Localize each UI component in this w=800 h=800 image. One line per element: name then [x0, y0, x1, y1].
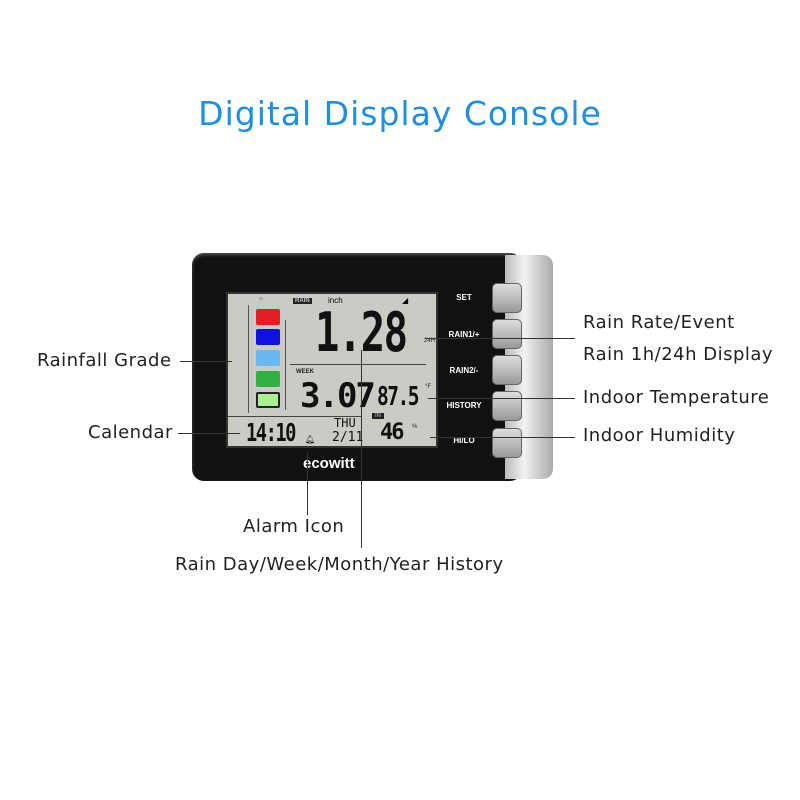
- set-button[interactable]: [492, 283, 522, 313]
- history-button-label: HISTORY: [446, 401, 482, 410]
- grade-bar-blue: [256, 329, 280, 345]
- calendar-line: [178, 433, 240, 434]
- rain-rate-label: Rain Rate/Event: [583, 312, 735, 333]
- indoor-humidity-line: [430, 437, 575, 438]
- grade-bar-pale-green: [256, 392, 280, 408]
- indoor-temp-label: Indoor Temperature: [583, 387, 770, 408]
- rainfall-grade-label: Rainfall Grade: [37, 350, 172, 371]
- indoor-temp-line: [428, 398, 575, 399]
- alarm-icon-label: Alarm Icon: [243, 516, 345, 537]
- day-value: THU: [334, 416, 356, 430]
- set-button-label: SET: [456, 293, 472, 302]
- history-value: 3.07: [300, 376, 376, 416]
- rain2-button-label: RAIN2/-: [449, 366, 479, 375]
- brand-logo: ecowitt: [303, 455, 355, 472]
- grade-bar-red: [256, 309, 280, 325]
- rain-display-label: Rain 1h/24h Display: [583, 344, 774, 365]
- history-button[interactable]: [492, 391, 522, 421]
- rain-badge: RAIN: [293, 298, 312, 304]
- hilo-button-label: HI/LO: [453, 436, 475, 445]
- alarm-icon-line: [307, 452, 308, 515]
- period-label: WEEK: [296, 369, 314, 375]
- lcd-divider-bottom: [228, 416, 362, 417]
- calendar-label: Calendar: [88, 422, 173, 443]
- rain-history-line: [361, 350, 362, 548]
- main-suffix: 24H: [424, 338, 436, 344]
- rain1-plus-button[interactable]: [492, 319, 522, 349]
- grade-bar-green: [256, 371, 280, 387]
- rainfall-grade-line: [180, 361, 232, 362]
- time-value: 14:10: [246, 418, 296, 447]
- unit-label: inch: [328, 296, 343, 305]
- rain-drops-icon: ⁘: [258, 296, 264, 303]
- rain2-minus-button[interactable]: [492, 355, 522, 385]
- grade-scale-right: [285, 320, 286, 410]
- signal-icon: ◢: [402, 296, 409, 305]
- indoor-badge: IN: [372, 413, 384, 419]
- date-value: 2/11: [332, 430, 364, 445]
- temperature-unit: °F: [425, 384, 432, 390]
- alarm-icon: 🔔︎: [305, 435, 316, 444]
- rain-history-label: Rain Day/Week/Month/Year History: [175, 554, 504, 575]
- humidity-unit: %: [412, 424, 418, 430]
- lcd-divider: [290, 364, 426, 365]
- page-title: Digital Display Console: [198, 94, 602, 133]
- hilo-button[interactable]: [492, 428, 522, 458]
- rain-rate-line: [425, 338, 575, 339]
- humidity-value: 46: [380, 420, 404, 445]
- temperature-value: 87.5: [377, 382, 419, 412]
- grade-bar-light-blue: [256, 350, 280, 366]
- indoor-humidity-label: Indoor Humidity: [583, 425, 736, 446]
- grade-scale: [248, 305, 249, 413]
- rain1-button-label: RAIN1/+: [448, 330, 480, 339]
